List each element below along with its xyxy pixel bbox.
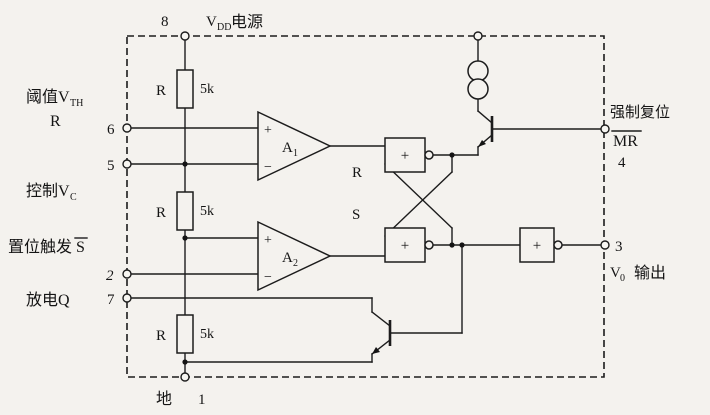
a1-name: A: [282, 140, 293, 156]
pin-2-terminal: [122, 269, 132, 279]
pin-4-terminal: [600, 124, 610, 134]
current-source: [467, 60, 489, 100]
discharge-label: 放电Q: [26, 291, 70, 309]
comparators: [257, 110, 332, 292]
pin-7-terminal: [122, 293, 132, 303]
pin-5-number: 5: [107, 158, 115, 174]
emitter-arrow-icon: [478, 140, 486, 147]
pin-6-number: 6: [107, 122, 115, 138]
supply-tap-terminal: [473, 31, 483, 41]
pin-3-terminal: [600, 240, 610, 250]
a2-name: A: [282, 250, 293, 266]
comparator-a2: [257, 220, 332, 292]
pin-1-terminal: [180, 372, 190, 382]
trigger-label: 置位触发: [8, 238, 72, 256]
r2-value: 5k: [200, 204, 214, 219]
r2-name: R: [156, 205, 166, 221]
a2-plus-sign: +: [264, 233, 272, 248]
labels: 8 V DD 电源 阈值V TH R 6 5 控制V C 置位触发 S 2 放电…: [8, 13, 670, 408]
a2-name-sub: 2: [293, 258, 298, 269]
control-label: 控制V: [26, 182, 70, 200]
current-source-circle: [467, 60, 489, 82]
threshold-label-r: R: [50, 113, 61, 130]
a1-minus-sign: −: [264, 160, 272, 175]
latch-gate-s-symbol: +: [401, 238, 409, 254]
junction-dots: [182, 152, 465, 365]
junction-dot: [449, 152, 455, 158]
pin-5-terminal: [122, 159, 132, 169]
pin-4-number: 4: [618, 155, 626, 171]
pin-2-number: 2: [106, 268, 114, 284]
inverter-bubble: [424, 150, 434, 160]
junction-dot: [182, 235, 188, 241]
pin-8-terminal: [180, 31, 190, 41]
trigger-label-sbar: S: [76, 239, 85, 256]
junction-dot: [182, 359, 188, 365]
reset-label-mr: MR: [613, 133, 638, 150]
r3-value: 5k: [200, 327, 214, 342]
latch-gate-r: [384, 137, 426, 173]
junction-dot: [182, 161, 188, 167]
inverter-bubble: [424, 240, 434, 250]
r1-value: 5k: [200, 82, 214, 97]
output-label-v: V: [610, 265, 621, 281]
emitter-arrow-icon: [372, 347, 380, 354]
latch-r-label: R: [352, 165, 362, 181]
resistor-r1: [176, 69, 194, 109]
pin-7-number: 7: [107, 292, 115, 308]
output-label-sub: 0: [620, 273, 625, 284]
output-stage: [519, 227, 563, 263]
transistor-collector: [371, 311, 391, 327]
latch-s-label: S: [352, 207, 360, 223]
pin-8-number: 8: [161, 14, 169, 30]
threshold-label-sub: TH: [70, 98, 83, 109]
a1-plus-sign: +: [264, 123, 272, 138]
resistor-r3: [176, 314, 194, 354]
r3-name: R: [156, 328, 166, 344]
pin-6-terminal: [122, 123, 132, 133]
reset-label: 强制复位: [610, 103, 670, 121]
wire-cross-1: [384, 171, 453, 237]
voltage-divider: [176, 69, 194, 354]
transistor-collector: [477, 110, 493, 124]
ground-label: 地: [156, 390, 172, 408]
pin-terminals: [122, 31, 610, 382]
comparator-a1: [257, 110, 332, 182]
threshold-label: 阈值V: [26, 88, 70, 106]
ic-boundary-box: [126, 35, 605, 378]
reset-transistor: [477, 110, 494, 148]
vdd-label-sub: DD: [217, 22, 231, 33]
rs-latch: [384, 137, 434, 263]
latch-gate-r-symbol: +: [401, 148, 409, 164]
a1-name-sub: 1: [293, 148, 298, 159]
r1-name: R: [156, 83, 166, 99]
vdd-label-v: V: [206, 14, 217, 30]
wires: [130, 39, 602, 374]
a2-minus-sign: −: [264, 270, 272, 285]
current-source-circle: [467, 78, 489, 100]
pin-1-number: 1: [198, 392, 206, 408]
junction-dot: [449, 242, 455, 248]
pin-3-number: 3: [615, 239, 623, 255]
latch-gate-s: [384, 227, 426, 263]
junction-dot: [459, 242, 465, 248]
output-label-name: 输出: [634, 264, 666, 282]
discharge-transistor: [371, 311, 392, 355]
inverter-bubble: [553, 240, 563, 250]
output-gate-symbol: +: [533, 238, 541, 254]
control-label-sub: C: [70, 192, 77, 203]
wire-cross-2: [384, 163, 453, 229]
vdd-label-name: 电源: [231, 13, 263, 31]
resistor-r2: [176, 191, 194, 231]
